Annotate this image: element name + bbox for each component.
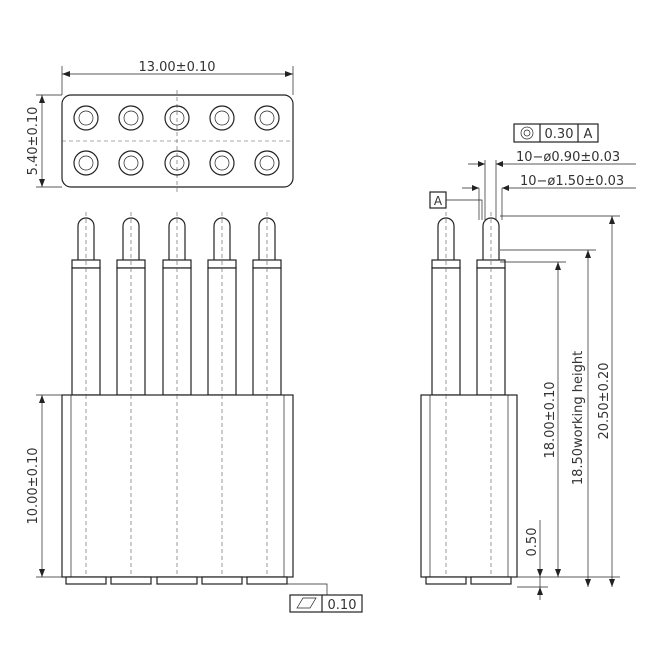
pin-plunger: [258, 217, 276, 260]
hole-inner-ring: [259, 155, 275, 171]
hole-outer-ring: [164, 105, 190, 131]
flatness-symbol-icon: [296, 597, 317, 609]
pin-plunger: [77, 217, 95, 260]
side-view: 0.30 A 10−ø0.90±0.03 10−ø1.50±0.03 A 20.…: [420, 123, 636, 600]
insulator-body: [61, 394, 294, 578]
small-offset-label: 0.50: [525, 528, 540, 557]
hole-inner-ring: [259, 110, 275, 126]
body-height-label: 10.00±0.10: [26, 447, 41, 524]
height-18-label: 18.00±0.10: [543, 381, 558, 458]
concentricity-frame: [513, 123, 599, 143]
datum-label: A: [434, 194, 443, 208]
pin-plunger: [437, 217, 455, 260]
top-view: 13.00±0.10 5.40±0.10: [26, 60, 294, 192]
contact-tail: [425, 576, 467, 585]
hole-inner-ring: [169, 155, 185, 171]
pin-plunger: [168, 217, 186, 260]
height-dimension-label: 5.40±0.10: [26, 107, 41, 176]
flatness-value: 0.10: [328, 598, 357, 613]
contact-tail: [110, 576, 152, 585]
hole-outer-ring: [209, 105, 235, 131]
overall-height-label: 20.50±0.20: [597, 362, 612, 439]
front-view: 10.00±0.10 0.10: [26, 212, 363, 613]
large-hole-label: 10−ø1.50±0.03: [520, 174, 624, 189]
concentricity-datum: A: [584, 127, 593, 142]
contact-tails: [65, 576, 288, 585]
hole-outer-ring: [209, 150, 235, 176]
concentricity-inner-icon: [523, 129, 531, 137]
pin-plunger: [482, 217, 500, 260]
hole-outer-ring: [73, 150, 99, 176]
pin-plunger: [122, 217, 140, 260]
contact-tail: [470, 576, 512, 585]
side-body: [420, 394, 518, 578]
hole-inner-ring: [214, 155, 230, 171]
hole-inner-ring: [169, 110, 185, 126]
hole-outer-ring: [254, 150, 280, 176]
hole-outer-ring: [118, 105, 144, 131]
working-height-label: 18.50working height: [571, 351, 586, 485]
concentricity-value: 0.30: [545, 127, 574, 142]
hole-outer-ring: [164, 150, 190, 176]
hole-inner-ring: [78, 110, 94, 126]
small-hole-label: 10−ø0.90±0.03: [516, 150, 620, 165]
hole-outer-ring: [254, 105, 280, 131]
concentricity-outer-icon: [520, 126, 534, 140]
flatness-frame: [289, 594, 363, 613]
hole-outer-ring: [118, 150, 144, 176]
contact-tail: [246, 576, 288, 585]
width-dimension-label: 13.00±0.10: [138, 60, 215, 75]
pin-plunger: [213, 217, 231, 260]
contact-tail: [201, 576, 243, 585]
pin-array: [71, 212, 282, 396]
contact-tail: [156, 576, 198, 585]
side-pin-array: [431, 212, 506, 396]
hole-inner-ring: [123, 155, 139, 171]
contact-tail: [65, 576, 107, 585]
hole-inner-ring: [78, 155, 94, 171]
hole-array: [73, 105, 280, 176]
hole-inner-ring: [214, 110, 230, 126]
hole-inner-ring: [123, 110, 139, 126]
hole-outer-ring: [73, 105, 99, 131]
